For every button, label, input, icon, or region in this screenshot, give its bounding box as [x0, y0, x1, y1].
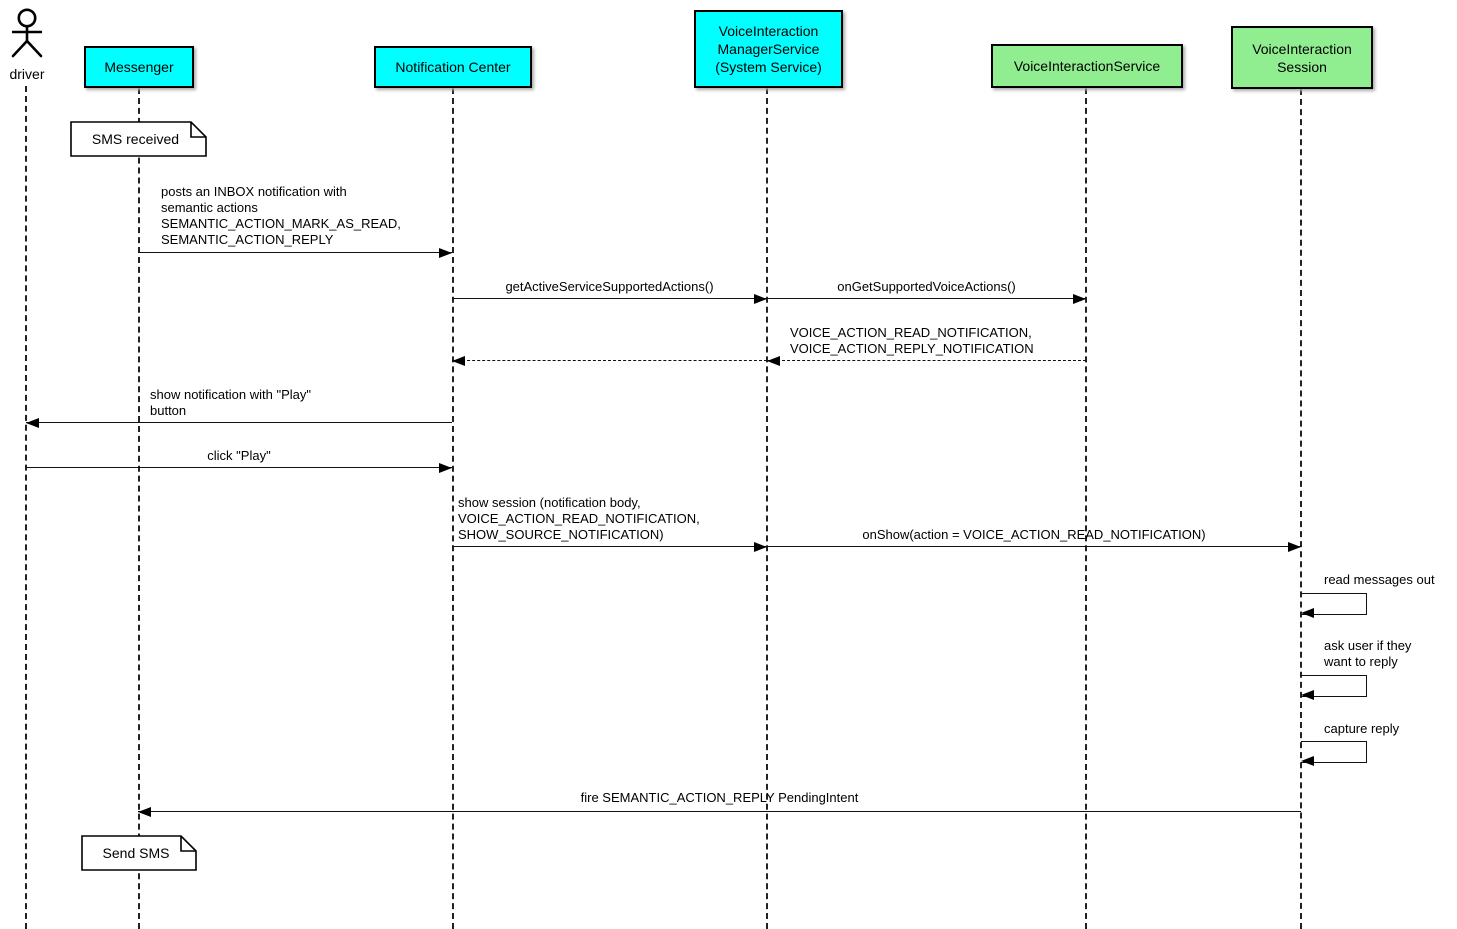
self-message-loop	[1301, 675, 1367, 697]
lifeline-voiceinteraction-managerservice	[766, 88, 768, 929]
arrowhead-left-icon	[767, 356, 780, 366]
message-line	[452, 546, 767, 547]
message-label-capture-reply: capture reply	[1324, 721, 1400, 736]
message-line	[767, 298, 1086, 299]
lifeline-driver	[25, 86, 27, 929]
arrowhead-right-icon	[1288, 542, 1301, 552]
message-label-ask-user-reply: ask user if they want to reply	[1324, 638, 1412, 669]
lifeline-voiceinteraction-session	[1300, 89, 1302, 929]
message-label-get-active-service-supported-actions: getActiveServiceSupportedActions()	[505, 279, 714, 294]
participant-voiceinteractionservice: VoiceInteractionService	[991, 44, 1183, 88]
participant-label: VoiceInteraction Session	[1252, 40, 1352, 75]
arrowhead-left-icon	[1301, 608, 1314, 618]
message-label-show-notification: show notification with "Play" button	[150, 387, 311, 418]
arrowhead-left-icon	[138, 807, 151, 817]
participant-voiceinteraction-managerservice: VoiceInteraction ManagerService (System …	[694, 10, 843, 88]
message-label-read-messages-out: read messages out	[1324, 572, 1435, 587]
arrowhead-right-icon	[754, 542, 767, 552]
participant-label: Messenger	[104, 59, 174, 75]
note-shape	[81, 835, 197, 871]
actor-driver-icon	[11, 8, 43, 58]
message-line	[452, 298, 767, 299]
message-line	[26, 422, 452, 423]
message-label-show-session: show session (notification body, VOICE_A…	[458, 495, 700, 542]
participant-messenger: Messenger	[84, 46, 194, 88]
note-text: Send SMS	[102, 845, 170, 861]
message-label-click-play: click "Play"	[207, 448, 271, 463]
participant-label: Notification Center	[395, 59, 511, 75]
lifeline-messenger	[138, 88, 140, 929]
arrowhead-right-icon	[439, 248, 452, 258]
actor-driver-label: driver	[9, 66, 45, 82]
arrowhead-left-icon	[1301, 756, 1314, 766]
lifeline-voiceinteractionservice	[1085, 88, 1087, 929]
message-label-fire-pending-intent: fire SEMANTIC_ACTION_REPLY PendingIntent	[580, 790, 859, 805]
message-line	[26, 467, 452, 468]
message-label-on-get-supported-voice-actions: onGetSupportedVoiceActions()	[837, 279, 1016, 294]
message-line-dashed	[452, 360, 767, 361]
arrowhead-right-icon	[1073, 294, 1086, 304]
arrowhead-right-icon	[754, 294, 767, 304]
arrowhead-left-icon	[1301, 690, 1314, 700]
message-line-dashed	[767, 360, 1086, 361]
participant-label: VoiceInteraction ManagerService (System …	[715, 23, 822, 75]
arrowhead-right-icon	[439, 463, 452, 473]
participant-notification-center: Notification Center	[374, 46, 532, 88]
self-message-loop	[1301, 593, 1367, 615]
note-sms-received: SMS received	[70, 121, 207, 157]
message-line	[767, 546, 1301, 547]
message-line	[138, 811, 1301, 812]
message-label-posts-inbox-notification: posts an INBOX notification with semanti…	[161, 184, 401, 247]
participant-voiceinteraction-session: VoiceInteraction Session	[1231, 26, 1373, 89]
message-label-on-show: onShow(action = VOICE_ACTION_READ_NOTIFI…	[862, 527, 1206, 542]
arrowhead-left-icon	[26, 418, 39, 428]
note-text: SMS received	[91, 131, 180, 147]
message-line	[138, 252, 452, 253]
self-message-loop	[1301, 741, 1367, 763]
message-label-voice-actions-return: VOICE_ACTION_READ_NOTIFICATION, VOICE_AC…	[790, 325, 1034, 356]
participant-label: VoiceInteractionService	[1013, 58, 1161, 74]
note-shape	[70, 121, 207, 157]
note-send-sms: Send SMS	[81, 835, 197, 871]
arrowhead-left-icon	[452, 356, 465, 366]
lifeline-notification-center	[452, 88, 454, 929]
